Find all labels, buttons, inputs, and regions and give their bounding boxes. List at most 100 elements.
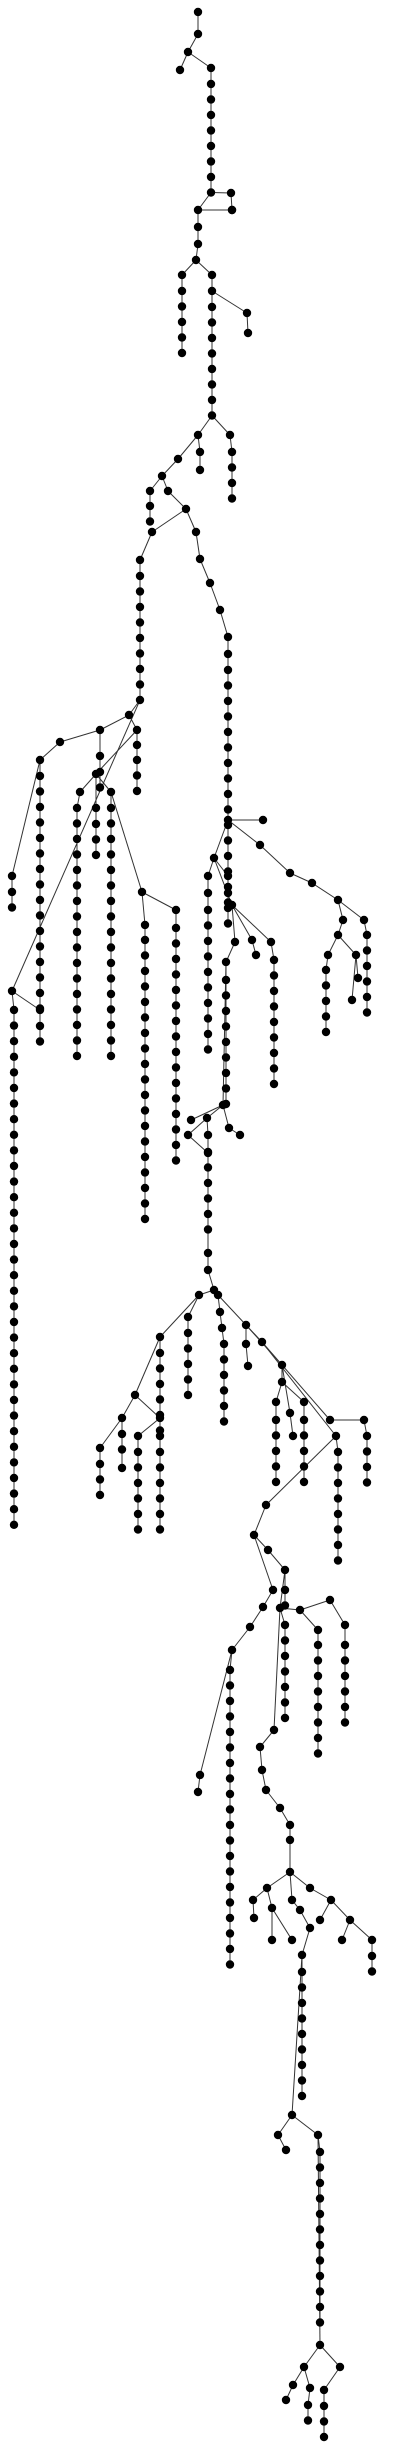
tree-node <box>206 157 216 166</box>
tree-node <box>155 1494 165 1503</box>
tree-node <box>9 1489 19 1498</box>
tree-node <box>280 1585 290 1595</box>
tree-node <box>72 1051 82 1061</box>
tree-edge <box>289 1871 311 1889</box>
tree-node <box>340 1656 350 1665</box>
tree-node <box>106 927 116 937</box>
tree-node <box>280 1698 290 1707</box>
tree-node <box>299 1446 309 1456</box>
tree-node <box>333 1509 343 1519</box>
tree-node <box>271 1446 281 1456</box>
tree-node <box>95 1459 105 1469</box>
tree-node <box>9 1302 19 1311</box>
tree-node <box>145 501 155 511</box>
tree-node <box>203 983 213 992</box>
tree-node <box>137 887 147 897</box>
tree-node <box>117 1413 127 1423</box>
tree-edge <box>99 714 130 731</box>
tree-node <box>95 751 105 761</box>
tree-node <box>35 973 45 982</box>
tree-node <box>140 1152 150 1162</box>
tree-node <box>203 998 213 1008</box>
tree-node <box>213 1290 223 1300</box>
tree-node <box>243 1361 253 1371</box>
tree-edge <box>261 1341 331 1421</box>
tree-node <box>280 1682 290 1692</box>
tree-edges <box>11 12 373 2437</box>
tree-edge <box>59 729 101 743</box>
tree-node <box>367 1951 377 1961</box>
tree-node <box>193 430 203 440</box>
tree-node <box>337 1935 347 1945</box>
tree-node <box>219 1401 229 1411</box>
tree-node <box>297 2014 307 2023</box>
tree-node <box>221 991 231 1000</box>
tree-node <box>9 1161 19 1171</box>
tree-node <box>9 1520 19 1530</box>
tree-node <box>140 1121 150 1131</box>
tree-node <box>227 205 237 215</box>
tree-node <box>9 1458 19 1467</box>
tree-edge <box>159 1294 200 1338</box>
tree-node <box>269 971 279 980</box>
tree-node <box>235 1130 245 1140</box>
tree-node <box>95 1490 105 1500</box>
tree-node <box>140 1106 150 1115</box>
tree-node <box>335 2362 345 2372</box>
tree-node <box>225 1758 235 1768</box>
tree-node <box>9 1427 19 1436</box>
tree-node <box>315 2271 325 2281</box>
tree-node <box>132 755 142 765</box>
tree-node <box>133 1463 143 1472</box>
tree-node <box>9 1411 19 1420</box>
tree-node <box>287 1895 297 1905</box>
tree-node <box>35 880 45 889</box>
tree-node <box>321 1027 331 1037</box>
tree-node <box>72 943 82 952</box>
tree-node <box>271 1462 281 1471</box>
tree-node <box>225 1944 235 1954</box>
tree-node <box>140 966 150 976</box>
tree-node <box>275 1803 285 1813</box>
tree-node <box>325 1415 335 1425</box>
tree-node <box>321 1012 331 1021</box>
tree-edge <box>139 531 153 561</box>
tree-edge <box>329 1599 346 1626</box>
tree-node <box>362 1431 372 1441</box>
tree-edge <box>311 882 339 901</box>
tree-node <box>186 1115 196 1125</box>
tree-node <box>315 2318 325 2327</box>
tree-node <box>362 946 372 955</box>
tree-node <box>241 1320 251 1330</box>
tree-node <box>285 1867 295 1877</box>
tree-node <box>35 1005 45 1015</box>
tree-node <box>7 887 17 897</box>
tree-node <box>230 937 240 947</box>
tree-node <box>268 1585 278 1595</box>
tree-node <box>315 2225 325 2234</box>
tree-node <box>171 1047 181 1057</box>
tree-edge <box>195 531 201 560</box>
tree-node <box>223 665 233 675</box>
tree-node <box>225 1836 235 1845</box>
tree-node <box>203 1225 213 1234</box>
tree-node <box>132 725 142 735</box>
tree-node <box>72 974 82 983</box>
tree-node <box>171 1156 181 1165</box>
tree-node <box>9 1052 19 1062</box>
tree-node <box>35 802 45 812</box>
tree-node <box>249 1913 259 1923</box>
tree-node <box>297 1967 307 1977</box>
tree-node <box>321 996 331 1006</box>
tree-node <box>35 895 45 905</box>
tree-node <box>299 2362 309 2372</box>
tree-node <box>245 1622 255 1632</box>
tree-node <box>9 1395 19 1405</box>
tree-node <box>95 1443 105 1453</box>
tree-edge <box>261 1341 337 1437</box>
tree-node <box>269 1002 279 1011</box>
tree-node <box>203 1265 213 1275</box>
tree-node <box>155 1332 165 1342</box>
tree-node <box>155 1364 165 1373</box>
tree-edge <box>259 844 291 874</box>
